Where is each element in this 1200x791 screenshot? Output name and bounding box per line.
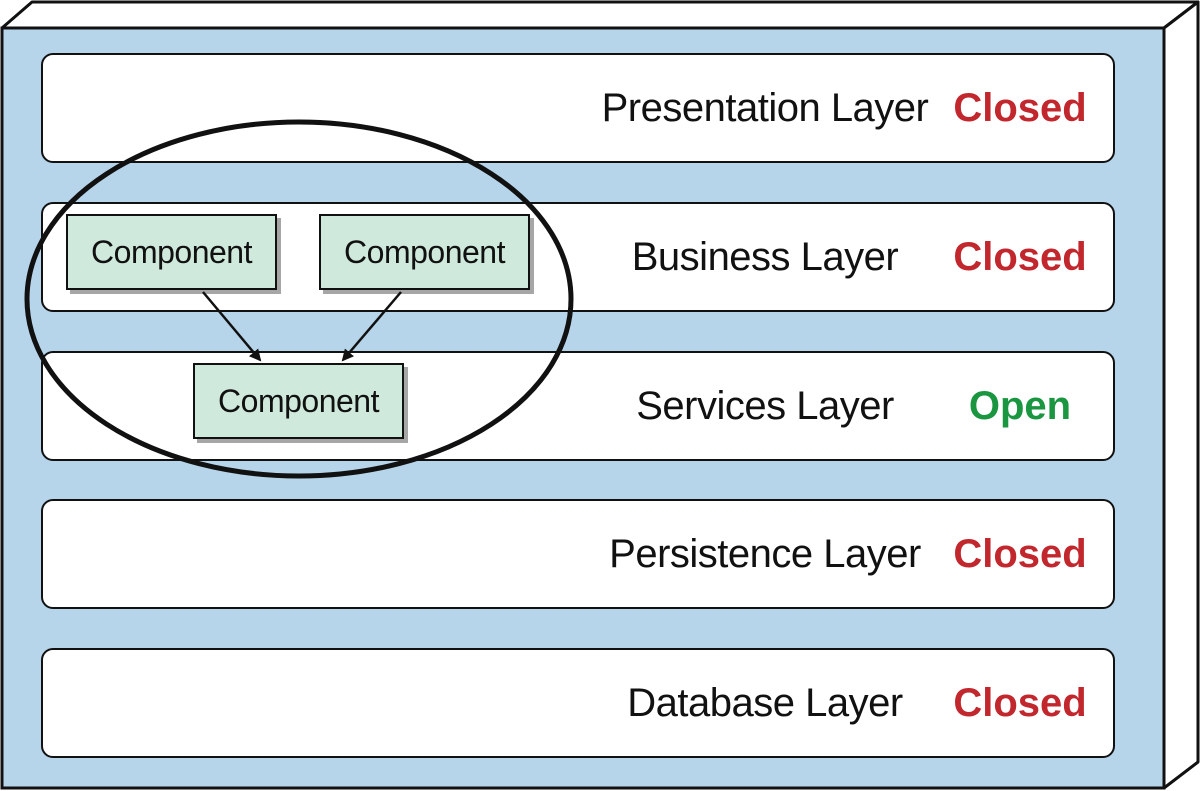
layer-status-closed: Closed (953, 680, 1087, 725)
services-component: Component (193, 363, 404, 439)
layer-name: Database Layer (627, 680, 903, 725)
layer-persistence: Persistence Layer Closed (41, 499, 1115, 609)
container-side-face (1162, 0, 1200, 790)
layer-status-open: Open (968, 383, 1072, 428)
layer-status-closed: Closed (953, 85, 1087, 130)
layer-status-closed: Closed (953, 531, 1087, 576)
layer-status-closed: Closed (953, 234, 1087, 279)
business-component-left: Component (66, 214, 277, 290)
layer-name: Persistence Layer (609, 531, 921, 576)
layer-name: Presentation Layer (601, 85, 929, 130)
business-component-right: Component (319, 214, 530, 290)
layer-name: Business Layer (631, 234, 899, 279)
container-top-face (0, 0, 1200, 30)
layer-name: Services Layer (636, 383, 894, 428)
layer-database: Database Layer Closed (41, 648, 1115, 758)
layer-presentation: Presentation Layer Closed (41, 53, 1115, 163)
